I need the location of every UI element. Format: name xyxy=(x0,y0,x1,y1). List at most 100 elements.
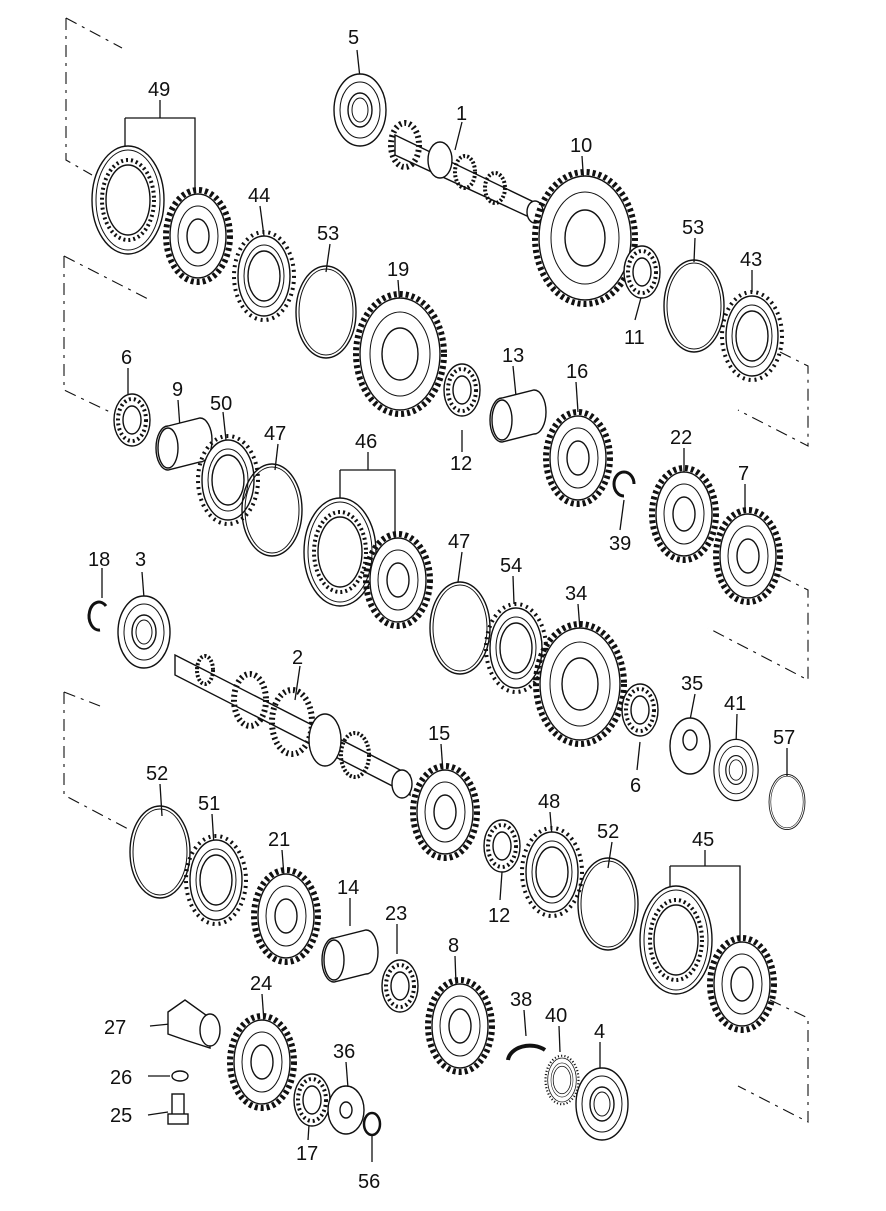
part-38-clip xyxy=(506,1043,547,1061)
callout-1: 1 xyxy=(456,103,467,125)
part-56-clip xyxy=(362,1111,382,1137)
callout-10: 10 xyxy=(570,135,592,157)
callout-57: 57 xyxy=(773,727,795,749)
part-45-sleeve-hub xyxy=(638,884,774,1030)
part-7-gear xyxy=(716,510,780,602)
callout-40: 40 xyxy=(545,1005,567,1027)
callout-54: 54 xyxy=(500,555,522,577)
part-22-gear xyxy=(652,468,716,560)
part-6-needle-bearing xyxy=(112,392,152,448)
part-12-needle-bearing xyxy=(442,362,482,418)
callout-34: 34 xyxy=(565,583,587,605)
callout-5: 5 xyxy=(348,27,359,49)
callout-35: 35 xyxy=(681,673,703,695)
callout-26: 26 xyxy=(110,1067,132,1089)
callout-52-right: 52 xyxy=(597,821,619,843)
callout-38: 38 xyxy=(510,989,532,1011)
callout-41: 41 xyxy=(724,693,746,715)
callout-43: 43 xyxy=(740,249,762,271)
callout-36: 36 xyxy=(333,1041,355,1063)
callout-27: 27 xyxy=(104,1017,126,1039)
callout-12: 12 xyxy=(450,453,472,475)
part-43-synchro-ring xyxy=(720,290,784,382)
part-52-snap-ring-left xyxy=(129,805,191,899)
callout-labels: 5 1 49 10 44 53 53 43 19 11 13 6 16 9 50… xyxy=(88,27,795,1193)
part-12-needle-bearing-2 xyxy=(482,818,522,874)
part-1-input-shaft xyxy=(388,120,544,224)
callout-17: 17 xyxy=(296,1143,318,1165)
callout-11: 11 xyxy=(624,327,645,349)
callout-47-lower: 47 xyxy=(448,531,470,553)
callout-23: 23 xyxy=(385,903,407,925)
callout-8: 8 xyxy=(448,935,459,957)
callout-25: 25 xyxy=(110,1105,132,1127)
callout-51: 51 xyxy=(198,793,220,815)
callout-39: 39 xyxy=(609,533,631,555)
callout-52: 52 xyxy=(146,763,168,785)
part-39-clip xyxy=(612,470,636,498)
part-5-bearing xyxy=(333,73,387,147)
callout-22: 22 xyxy=(670,427,692,449)
part-8-gear xyxy=(428,980,492,1072)
callout-4: 4 xyxy=(594,1021,605,1043)
part-51-synchro-ring xyxy=(184,834,248,926)
part-24-gear xyxy=(230,1016,294,1108)
part-4-bearing xyxy=(575,1067,629,1141)
part-53-snap-ring-left xyxy=(295,265,357,359)
callout-49: 49 xyxy=(148,79,170,101)
part-15-gear xyxy=(413,766,477,858)
part-10-gear xyxy=(532,169,638,307)
callout-53-right: 53 xyxy=(682,217,704,239)
part-11-needle-bearing xyxy=(622,244,662,300)
callout-19: 19 xyxy=(387,259,409,281)
part-23-needle-bearing xyxy=(380,958,420,1014)
part-27-shaft-holder xyxy=(167,999,221,1049)
callout-14: 14 xyxy=(337,877,359,899)
callout-13: 13 xyxy=(502,345,524,367)
part-26-washer xyxy=(171,1070,189,1082)
part-40-ring xyxy=(544,1054,580,1106)
part-13-bush xyxy=(489,389,547,443)
part-52-snap-ring xyxy=(577,857,639,951)
part-41-bearing xyxy=(713,738,759,802)
part-35-washer xyxy=(669,717,711,775)
callout-50: 50 xyxy=(210,393,232,415)
part-49-sleeve-hub xyxy=(90,144,230,282)
part-2-output-shaft xyxy=(174,653,413,799)
callout-24: 24 xyxy=(250,973,272,995)
part-21-gear xyxy=(254,870,318,962)
part-3-bearing xyxy=(117,595,171,669)
callout-3: 3 xyxy=(135,549,146,571)
callout-7: 7 xyxy=(738,463,749,485)
part-19-gear xyxy=(356,294,444,414)
part-36-washer xyxy=(327,1085,365,1135)
part-6-needle-bearing-2 xyxy=(620,682,660,738)
part-57-snap-ring xyxy=(768,773,806,831)
callout-56: 56 xyxy=(358,1171,380,1193)
callout-46: 46 xyxy=(355,431,377,453)
callout-44: 44 xyxy=(248,185,270,207)
part-53-snap-ring xyxy=(663,259,725,353)
callout-18: 18 xyxy=(88,549,110,571)
callout-2: 2 xyxy=(292,647,303,669)
callout-12-lower: 12 xyxy=(488,905,510,927)
part-9-bush xyxy=(155,417,213,471)
part-17-needle-bearing xyxy=(292,1072,332,1128)
callout-53: 53 xyxy=(317,223,339,245)
callout-15: 15 xyxy=(428,723,450,745)
part-14-bush xyxy=(321,929,379,983)
callout-9: 9 xyxy=(172,379,183,401)
guide-lines xyxy=(63,17,809,1123)
part-34-gear xyxy=(536,624,624,744)
callout-16: 16 xyxy=(566,361,588,383)
callout-45: 45 xyxy=(692,829,714,851)
callout-6-lower: 6 xyxy=(630,775,641,797)
part-47-snap-ring-2 xyxy=(429,581,491,675)
part-46-sleeve-hub xyxy=(302,496,430,626)
part-18-clip xyxy=(87,600,108,632)
callout-6: 6 xyxy=(121,347,132,369)
part-25-bolt xyxy=(167,1093,189,1125)
callout-48: 48 xyxy=(538,791,560,813)
